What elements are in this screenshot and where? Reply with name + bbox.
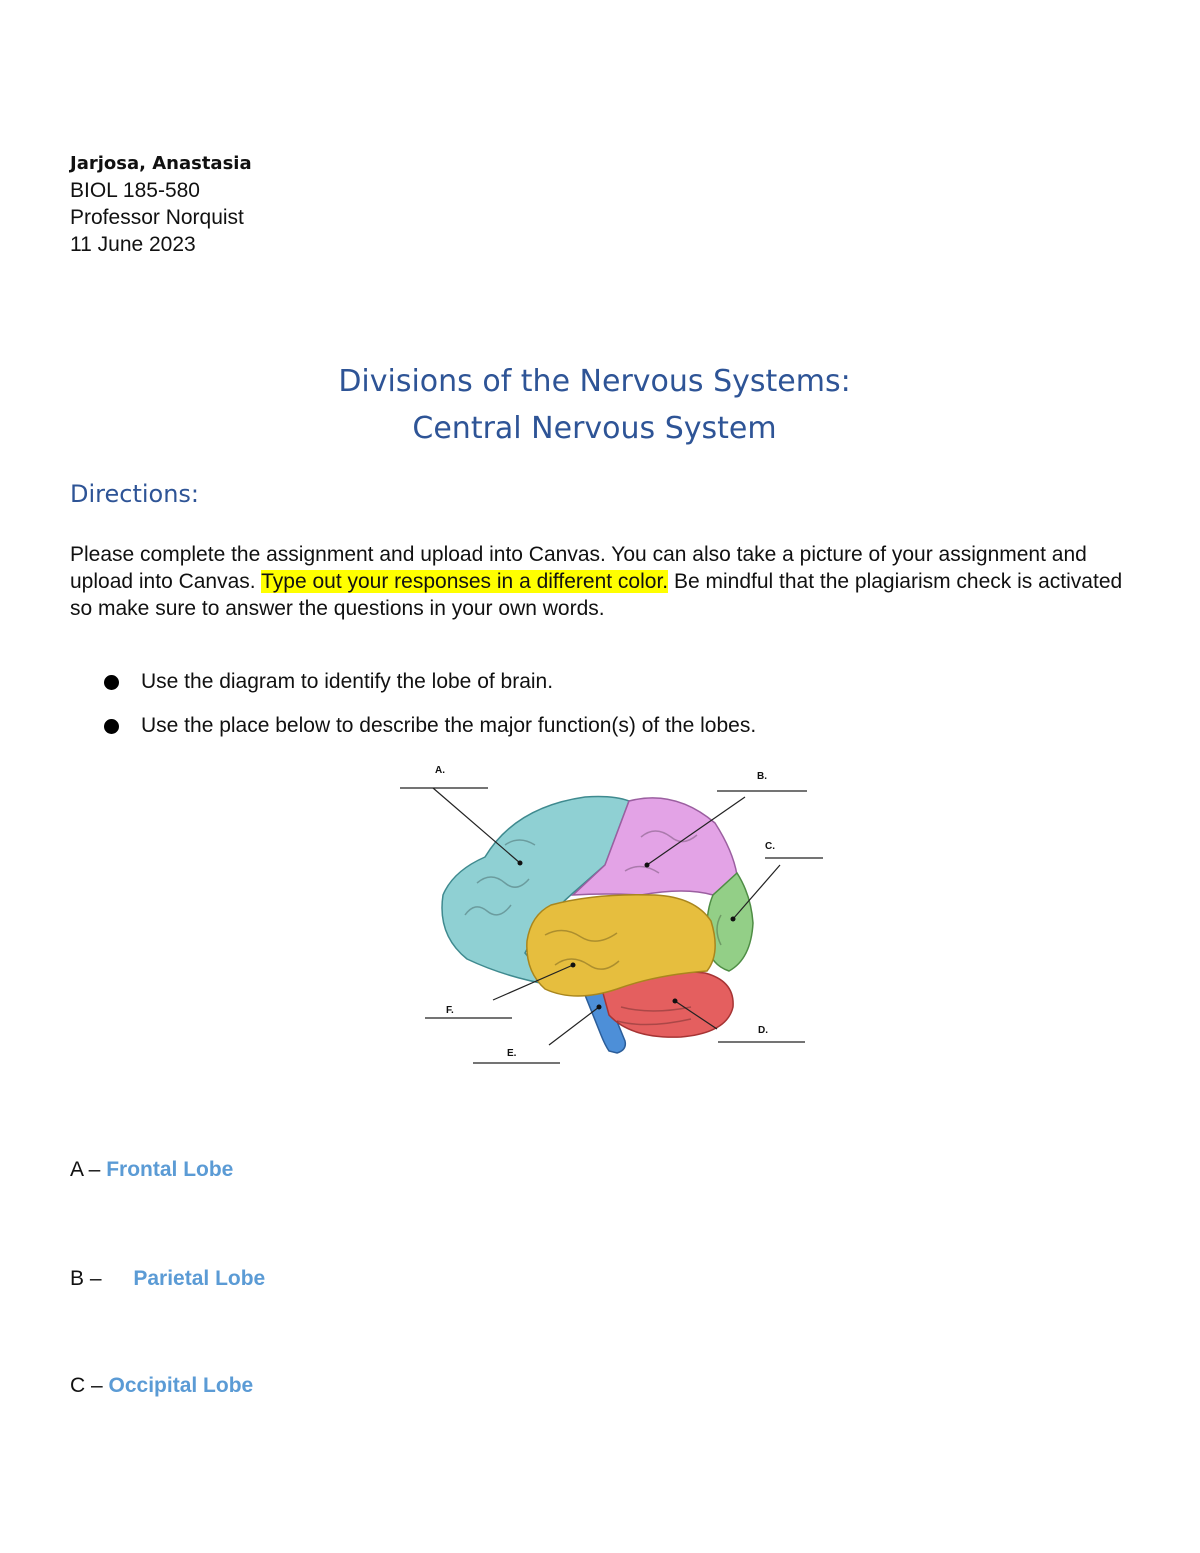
title-line-1: Divisions of the Nervous Systems: (338, 364, 851, 399)
header-block: Jarjosa, Anastasia BIOL 185-580 Professo… (70, 150, 252, 258)
answer-value: Occipital Lobe (108, 1374, 254, 1397)
directions-text-before: Please complete the assignment and uploa… (70, 543, 1087, 593)
directions-heading: Directions: (70, 480, 200, 508)
diagram-label-e: E. (507, 1048, 517, 1059)
bullet-icon (104, 718, 119, 734)
brain-diagram: A. B. C. D. E. F. (355, 745, 840, 1095)
answer-b: B – Parietal Lobe (70, 1267, 265, 1291)
diagram-label-c: C. (765, 841, 775, 852)
brain-diagram-svg: A. B. C. D. E. F. (400, 765, 823, 1064)
course-code: BIOL 185-580 (70, 179, 200, 202)
professor-name: Professor Norquist (70, 206, 244, 229)
answer-value: Parietal Lobe (133, 1267, 266, 1290)
directions-text-after: Be mindful that the plagiarism check is … (70, 570, 1123, 620)
date: 11 June 2023 (70, 233, 196, 256)
diagram-label-a: A. (435, 765, 445, 776)
instruction-list: Use the diagram to identify the lobe of … (104, 660, 756, 748)
student-name: Jarjosa, Anastasia (70, 153, 252, 174)
diagram-label-b: B. (757, 771, 767, 782)
list-item: Use the diagram to identify the lobe of … (104, 660, 756, 704)
diagram-label-d: D. (758, 1025, 768, 1036)
bullet-icon (104, 674, 119, 690)
answer-prefix: B – (70, 1267, 108, 1290)
page-title: Divisions of the Nervous Systems: Centra… (0, 358, 1189, 452)
answer-a: A – Frontal Lobe (70, 1158, 233, 1182)
answer-value: Frontal Lobe (106, 1158, 234, 1181)
diagram-label-f: F. (446, 1005, 454, 1016)
bullet-text: Use the diagram to identify the lobe of … (141, 670, 554, 693)
temporal-lobe-region (526, 893, 716, 997)
answer-c: C – Occipital Lobe (70, 1374, 253, 1398)
bullet-text: Use the place below to describe the majo… (141, 714, 757, 737)
list-item: Use the place below to describe the majo… (104, 704, 756, 748)
answer-prefix: A – (70, 1158, 107, 1181)
answer-prefix: C – (70, 1374, 109, 1397)
title-line-2: Central Nervous System (412, 411, 777, 446)
directions-highlighted: Type out your responses in a different c… (261, 570, 669, 593)
directions-paragraph: Please complete the assignment and uploa… (70, 541, 1140, 622)
